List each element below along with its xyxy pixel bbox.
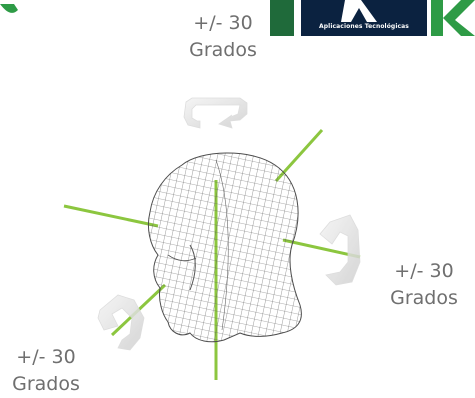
rotation-value: +/- 30: [193, 12, 253, 34]
logo-letter-k-icon: [431, 0, 475, 36]
rotation-arrow-icon: [97, 294, 145, 351]
brand-block-navy: [301, 0, 427, 36]
horizontal-axis-right: [282, 238, 361, 259]
brand-block-white: [431, 0, 475, 36]
rotation-arrow-icon: [183, 97, 248, 129]
horizontal-axis-left: [63, 204, 159, 228]
rotation-value: +/- 30: [16, 346, 76, 368]
rotation-label-left: +/- 30 Grados: [0, 344, 92, 398]
rotation-arrow-icon: [319, 214, 361, 286]
logo-letter-icon: [341, 0, 377, 22]
rotation-label-top: +/- 30 Grados: [168, 10, 278, 64]
head-wireframe-icon: [147, 152, 302, 343]
brand-block-green: [270, 0, 294, 36]
rotation-unit: Grados: [390, 287, 458, 309]
rotation-unit: Grados: [189, 39, 257, 61]
rotation-label-right: +/- 30 Grados: [374, 258, 474, 312]
brand-subtitle: Aplicaciones Tecnológicas: [319, 23, 409, 30]
logo-swoosh-icon: [0, 4, 18, 13]
rotation-unit: Grados: [12, 373, 80, 395]
rotation-value: +/- 30: [394, 260, 454, 282]
